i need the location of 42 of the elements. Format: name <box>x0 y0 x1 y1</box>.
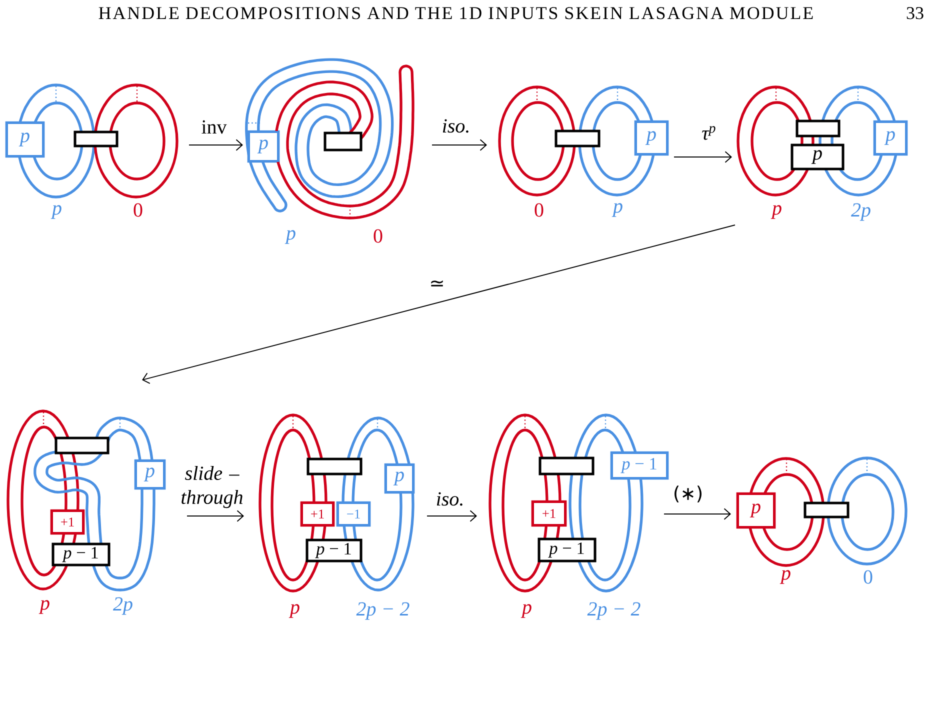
coefficient-label: 0 <box>864 570 872 584</box>
coefficient-label: 2p <box>113 597 132 615</box>
coefficient-label: 0 <box>534 203 544 217</box>
coupon-box <box>554 130 600 148</box>
coefficient-label: p <box>284 230 296 244</box>
edge-label: iso. <box>440 118 472 134</box>
coefficient-label: p <box>288 604 300 618</box>
page-number: 33 <box>906 7 924 20</box>
coefficient-label: 2p − 2 <box>587 602 640 620</box>
arrow <box>664 508 731 520</box>
arrow <box>188 139 243 151</box>
coupon-box <box>74 130 118 148</box>
edge-label: iso. <box>434 490 466 508</box>
edge-label: τ$^{p}$ <box>700 124 718 142</box>
coupon-box: p <box>635 121 668 155</box>
edge-label: (∗) <box>672 484 704 504</box>
arrow <box>426 510 477 522</box>
coefficient-label: p <box>770 205 782 219</box>
page-header: HANDLE DECOMPOSITIONS AND THE 1D INPUTS SKEIN LASAGNA MODULE <box>98 7 813 20</box>
coupon-box: p <box>737 493 776 528</box>
arrow <box>186 510 244 522</box>
edge-label: inv <box>200 118 228 136</box>
coefficient-label: p <box>780 570 790 584</box>
edge-label: slide – through <box>170 464 254 510</box>
arrow <box>432 139 487 151</box>
coefficient-label: 0 <box>134 203 142 217</box>
coefficient-label: 0 <box>374 229 382 243</box>
coupon-box: +1 <box>532 501 566 526</box>
coupon-box: p <box>6 122 44 157</box>
coupon-box: +1 <box>301 502 334 526</box>
coefficient-label: p <box>50 205 62 219</box>
coefficient-label: p <box>520 604 532 618</box>
coefficient-label: 2p − 2 <box>356 602 410 620</box>
coefficient-label: 2p <box>851 203 870 221</box>
coefficient-label: p <box>38 600 50 614</box>
coefficient-label: p <box>612 203 622 217</box>
coupon-box <box>804 502 850 518</box>
coupon-box: p <box>248 131 279 162</box>
arrow <box>142 224 736 384</box>
edge-label: ≃ <box>428 279 446 291</box>
coupon-box <box>324 132 362 152</box>
arrow <box>674 151 732 163</box>
